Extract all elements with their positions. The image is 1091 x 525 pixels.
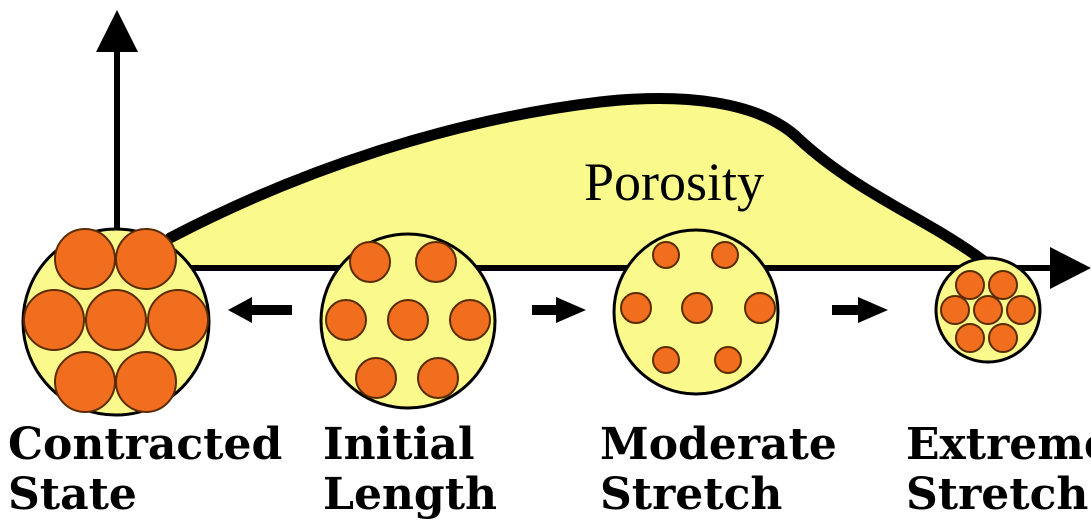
- cell-circle: [356, 358, 396, 398]
- cell-circle: [418, 358, 458, 398]
- state-label-initial-line1: Initial: [323, 420, 475, 470]
- cell-circle: [350, 242, 390, 282]
- state-label-extreme-line1: Extreme: [906, 420, 1091, 470]
- cell-circle: [326, 300, 366, 340]
- cell-circle: [956, 271, 984, 299]
- cell-circle: [55, 229, 115, 289]
- state-label-contracted-line2: State: [8, 470, 137, 520]
- cell-circle: [989, 271, 1017, 299]
- arrow-right-icon: [532, 297, 586, 323]
- state-label-moderate-line2: Stretch: [600, 470, 782, 520]
- state-label-extreme-line2: Stretch: [906, 470, 1088, 520]
- contracted-state-cluster: [23, 229, 209, 415]
- initial-length-cluster: [321, 234, 495, 408]
- arrow-left-icon: [228, 297, 292, 323]
- y-axis-arrowhead: [96, 10, 138, 52]
- cell-circle: [416, 242, 456, 282]
- state-label-moderate-line1: Moderate: [600, 420, 837, 470]
- cell-circle: [1007, 296, 1035, 324]
- cell-circle: [682, 293, 712, 323]
- porosity-label: Porosity: [584, 152, 764, 212]
- cell-circle: [621, 293, 651, 323]
- state-label-contracted-line1: Contracted: [8, 420, 282, 470]
- cell-circle: [116, 352, 176, 412]
- state-label-initial-line2: Length: [323, 470, 497, 520]
- cell-circle: [388, 300, 428, 340]
- cell-circle: [712, 242, 738, 268]
- cell-circle: [86, 290, 146, 350]
- cell-circle: [989, 324, 1017, 352]
- cell-circle: [24, 290, 84, 350]
- cell-circle: [148, 290, 208, 350]
- cell-circle: [450, 300, 490, 340]
- cell-circle: [653, 242, 679, 268]
- cell-circle: [974, 296, 1002, 324]
- cell-circle: [653, 347, 679, 373]
- extreme-stretch-cluster: [936, 258, 1040, 362]
- x-axis-arrowhead: [1050, 247, 1091, 289]
- moderate-stretch-cluster: [614, 230, 778, 394]
- cell-circle: [956, 324, 984, 352]
- cell-circle: [55, 352, 115, 412]
- cell-circle: [116, 229, 176, 289]
- cell-circle: [745, 293, 775, 323]
- arrow-right-icon: [832, 297, 888, 323]
- cell-circle: [715, 347, 741, 373]
- cell-circle: [941, 296, 969, 324]
